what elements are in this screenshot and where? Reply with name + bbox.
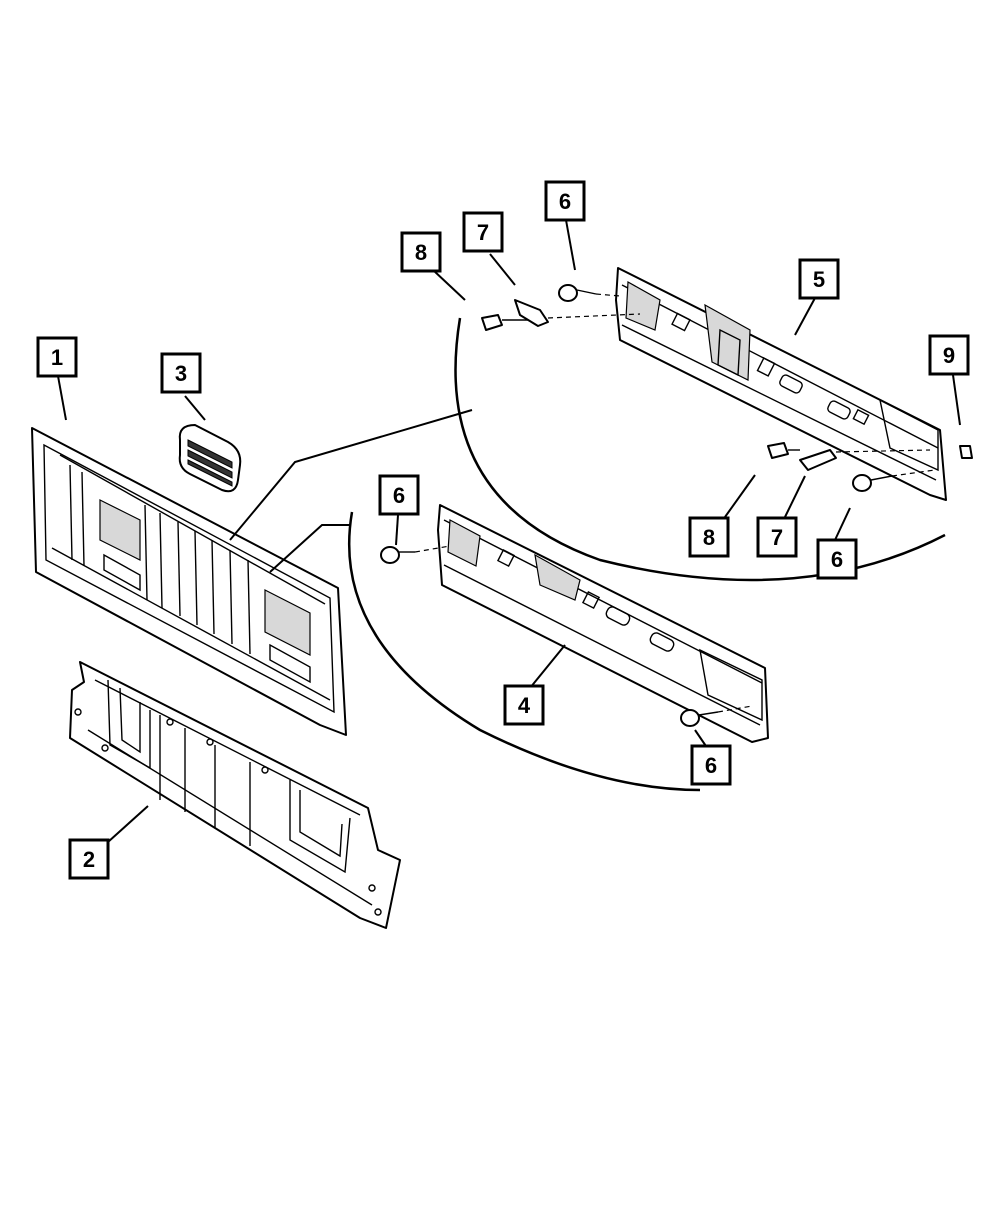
svg-text:9: 9	[943, 343, 955, 368]
callout-1: 1	[36, 336, 78, 378]
callout-2: 2	[68, 838, 110, 880]
callout-6-bottom: 6	[690, 744, 732, 786]
svg-text:4: 4	[518, 693, 531, 718]
lower-rail	[437, 504, 769, 743]
callout-4: 4	[503, 684, 545, 726]
callout-8-bottom: 8	[688, 516, 730, 558]
tailgate-panel	[31, 427, 347, 736]
upper-rail	[615, 267, 947, 501]
svg-text:1: 1	[51, 345, 63, 370]
callout-6-top: 6	[544, 180, 586, 222]
fasteners-upper	[481, 284, 973, 492]
callout-8-top: 8	[400, 231, 442, 273]
callout-6-right: 6	[816, 538, 858, 580]
callout-5: 5	[798, 258, 840, 300]
svg-text:2: 2	[83, 847, 95, 872]
tailgate-inner-panel	[69, 661, 401, 929]
svg-text:7: 7	[771, 525, 783, 550]
vent-grille	[178, 424, 242, 493]
svg-text:6: 6	[559, 189, 571, 214]
svg-text:6: 6	[705, 753, 717, 778]
callout-3: 3	[160, 352, 202, 394]
svg-text:5: 5	[813, 267, 825, 292]
svg-text:7: 7	[477, 220, 489, 245]
svg-text:8: 8	[703, 525, 715, 550]
svg-text:6: 6	[393, 483, 405, 508]
callout-7-top: 7	[462, 211, 504, 253]
fasteners-lower	[380, 545, 753, 727]
svg-text:3: 3	[175, 361, 187, 386]
callout-9: 9	[928, 334, 970, 376]
callout-7-bottom: 7	[756, 516, 798, 558]
callout-6-lower-left: 6	[378, 474, 420, 516]
svg-text:6: 6	[831, 547, 843, 572]
leader-lines	[57, 219, 961, 843]
svg-text:8: 8	[415, 240, 427, 265]
